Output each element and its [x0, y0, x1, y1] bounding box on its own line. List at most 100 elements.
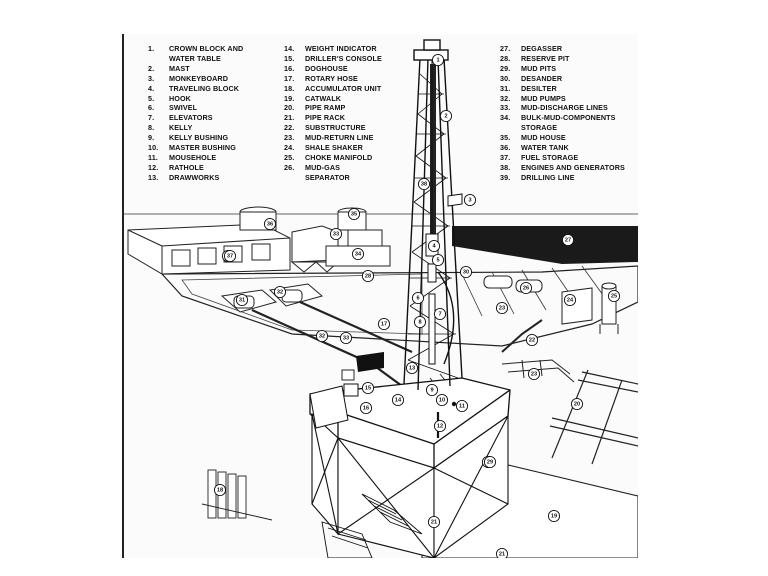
callout-circle	[431, 53, 445, 67]
legend-label: ELEVATORS	[169, 113, 213, 123]
callout-33: 33	[339, 331, 353, 345]
legend-label: DESANDER	[521, 73, 563, 83]
callout-circle	[483, 455, 497, 469]
legend-label: STORAGE	[521, 123, 558, 133]
drilling-rig-diagram: 1234567891011121314151617181919202121222…	[122, 34, 638, 558]
callout-4: 4	[427, 239, 441, 253]
legend-label: ENGINES AND GENERATORS	[521, 162, 625, 172]
callout-number: 2	[444, 113, 447, 119]
legend-label: HOOK	[169, 93, 191, 103]
legend-number	[148, 54, 169, 64]
callout-number: 18	[217, 487, 223, 493]
callout-number: 21	[431, 519, 437, 525]
legend-item: 5. HOOK	[148, 94, 243, 104]
callout-circle	[547, 509, 561, 523]
legend-item: 24.SHALE SHAKER	[284, 143, 382, 153]
legend-item: 27.DEGASSER	[500, 44, 625, 54]
legend-item: 6.SWIVEL	[148, 103, 243, 113]
legend-label: MUD-GAS	[305, 162, 341, 172]
legend-item: 14.WEIGHT INDICATOR	[284, 44, 382, 54]
legend-number: 37.	[500, 152, 511, 162]
callout-circle	[561, 233, 575, 247]
callout-19: 19	[547, 509, 561, 523]
callout-number: 14	[395, 397, 402, 403]
callout-circle	[315, 329, 329, 343]
legend-number: 13.	[148, 172, 159, 182]
callout-31: 31	[235, 293, 249, 307]
callout-circle	[213, 483, 227, 497]
legend-number: 39.	[500, 172, 511, 182]
callout-number: 30	[463, 269, 469, 275]
callout-number: 35	[351, 211, 357, 217]
legend-number: 14.	[284, 44, 295, 53]
legend-item: 25.CHOKE MANIFOLD	[284, 153, 382, 163]
callout-25: 25	[607, 289, 621, 303]
callout-22: 22	[525, 333, 539, 347]
legend-item: 21.PIPE RACK	[284, 113, 382, 123]
callout-number: 25	[611, 293, 617, 299]
callout-number: 10	[439, 397, 445, 403]
callout-number: 3	[468, 197, 471, 203]
pipe-stack	[201, 469, 273, 521]
legend-item: 22.SUBSTRUCTURE	[284, 123, 382, 133]
legend-label: RATHOLE	[169, 162, 204, 172]
callout-circle	[527, 367, 541, 381]
legend-item: 1.CROWN BLOCK AND	[148, 44, 243, 54]
legend-number: 36.	[500, 143, 511, 153]
drawworks	[356, 352, 384, 372]
legend-item: STORAGE	[500, 123, 625, 133]
callout-number: 19	[551, 513, 557, 519]
callout-7: 7	[433, 307, 447, 321]
pipe-rack-right	[549, 369, 638, 465]
legend-number: 8.	[148, 123, 155, 133]
callout-6: 6	[411, 291, 425, 305]
legend-item: 32.MUD PUMPS	[500, 94, 625, 104]
legend-label: CATWALK	[305, 93, 342, 103]
callout-circle	[495, 301, 509, 315]
callout-circle	[223, 249, 237, 263]
callout-number: 7	[438, 311, 441, 317]
mud-return-line	[501, 319, 543, 353]
legend-number: 23.	[284, 133, 295, 143]
callout-14: 14	[391, 393, 405, 407]
callout-number: 22	[529, 337, 535, 343]
callout-35: 35	[347, 207, 361, 221]
legend-item: 7.ELEVATORS	[148, 113, 243, 123]
legend-item: 13.DRAWWORKS	[148, 173, 243, 183]
legend-label: MUD PUMPS	[521, 93, 566, 103]
callout-circle	[339, 331, 353, 345]
callout-32: 32	[315, 329, 329, 343]
legend-number: 17.	[284, 73, 295, 83]
legend-item: 35.MUD HOUSE	[500, 133, 625, 143]
legend-item: 38. ENGINES AND GENERATORS	[500, 163, 625, 173]
legend-number: 22.	[284, 123, 295, 133]
callout-circle	[377, 317, 391, 331]
legend-item: 23.MUD-RETURN LINE	[284, 133, 382, 143]
choke-manifold	[501, 359, 575, 383]
legend-item: 26.MUD-GAS	[284, 163, 382, 173]
legend-number: 5.	[148, 93, 155, 103]
legend-number: 11.	[148, 152, 158, 162]
callout-number: 4	[432, 243, 436, 249]
callout-number: 33	[343, 335, 349, 341]
legend-item: 30.DESANDER	[500, 74, 625, 84]
legend-item: 8.KELLY	[148, 123, 243, 133]
fuel-tanks	[239, 206, 367, 231]
legend-item: WATER TABLE	[148, 54, 243, 64]
legend-item: 36. WATER TANK	[500, 143, 625, 153]
callout-29: 29	[483, 455, 497, 469]
legend-label: WATER TANK	[521, 143, 569, 153]
callout-27: 27	[561, 233, 575, 247]
callout-number: 15	[365, 385, 371, 391]
legend-label: RESERVE PIT	[521, 53, 570, 63]
legend-label: TRAVELING BLOCK	[169, 83, 240, 93]
legend-label: BULK-MUD-COMPONENTS	[521, 113, 616, 123]
callout-circle	[273, 285, 287, 299]
legend-label: DEGASSER	[521, 44, 563, 53]
callout-number: 21	[499, 551, 505, 557]
legend-number: 38.	[500, 162, 511, 172]
callout-number: 23	[499, 305, 505, 311]
legend-label: DOGHOUSE	[305, 63, 348, 73]
legend-item: 29.MUD PITS	[500, 64, 625, 74]
